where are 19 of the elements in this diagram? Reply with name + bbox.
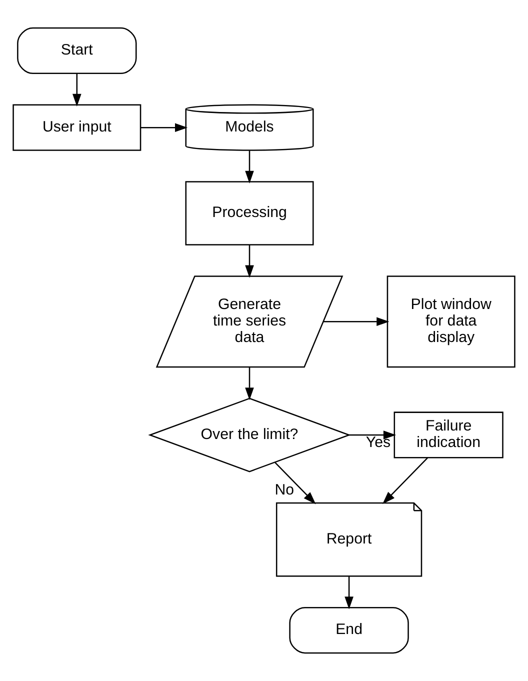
node-box: Start xyxy=(17,27,137,74)
node-box: Plot window for data display xyxy=(386,276,516,368)
arrow xyxy=(344,576,354,610)
edge-label: Yes xyxy=(366,434,391,452)
arrow xyxy=(72,73,82,107)
arrow xyxy=(245,367,254,400)
node-box: User input xyxy=(12,104,142,151)
arrow xyxy=(245,150,254,184)
arrow xyxy=(245,245,254,278)
edge-label: No xyxy=(274,481,294,498)
arrow xyxy=(324,317,390,326)
arrow xyxy=(140,123,188,132)
node-diamond: Over the limit? xyxy=(148,398,351,472)
node-box: Failure indication xyxy=(394,412,504,458)
node-box: Processing xyxy=(185,181,314,246)
arrow xyxy=(274,462,316,504)
node-box: End xyxy=(289,606,409,654)
arrow xyxy=(349,430,396,440)
arrow xyxy=(382,457,428,504)
